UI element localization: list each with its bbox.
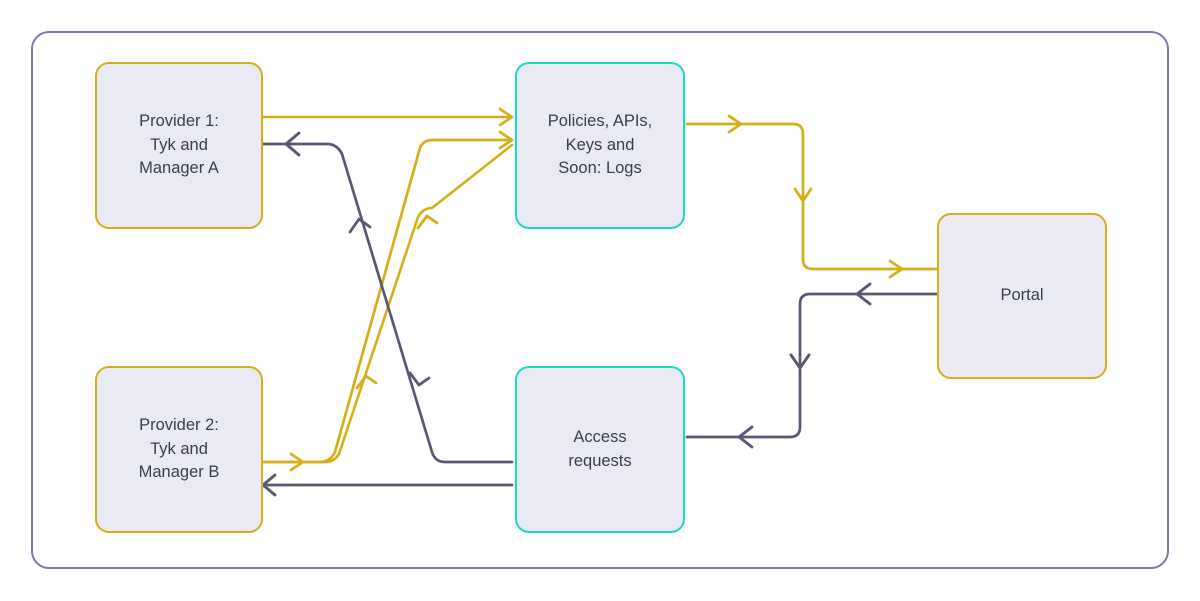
node-provider-2-label: Provider 2: Tyk and Manager B: [138, 416, 220, 482]
node-portal[interactable]: Portal: [937, 213, 1107, 379]
node-provider-2[interactable]: Provider 2: Tyk and Manager B: [95, 366, 263, 533]
node-portal-label: Portal: [1000, 286, 1044, 305]
node-policies-apis-keys[interactable]: Policies, APIs, Keys and Soon: Logs: [515, 62, 685, 229]
node-access-requests[interactable]: Access requests: [515, 366, 685, 533]
node-access-requests-label: Access requests: [568, 428, 632, 470]
diagram-outer-frame: [31, 31, 1169, 569]
node-provider-1[interactable]: Provider 1: Tyk and Manager A: [95, 62, 263, 229]
node-policies-apis-keys-label: Policies, APIs, Keys and Soon: Logs: [547, 112, 653, 178]
node-provider-1-label: Provider 1: Tyk and Manager A: [139, 112, 219, 178]
